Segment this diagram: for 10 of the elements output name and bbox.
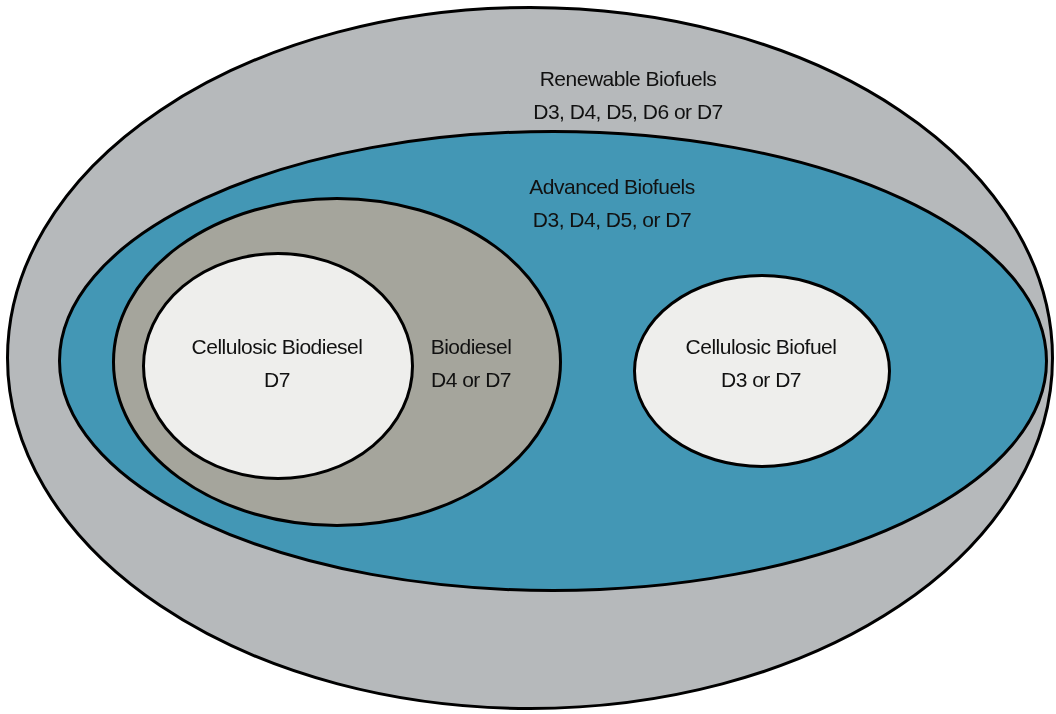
- region-title: Cellulosic Biodiesel: [191, 334, 363, 360]
- category-codes: D3 or D7: [720, 367, 802, 393]
- category-codes: D4 or D7: [430, 367, 512, 393]
- region-title: Cellulosic Biofuel: [685, 334, 837, 360]
- category-codes: D3, D4, D5, D6 or D7: [533, 99, 723, 125]
- category-codes: D3, D4, D5, or D7: [531, 207, 693, 233]
- region-title: Biodiesel: [430, 334, 512, 360]
- category-codes: D7: [263, 367, 291, 393]
- region-title: Advanced Biofuels: [529, 174, 695, 200]
- region-title: Renewable Biofuels: [538, 66, 718, 92]
